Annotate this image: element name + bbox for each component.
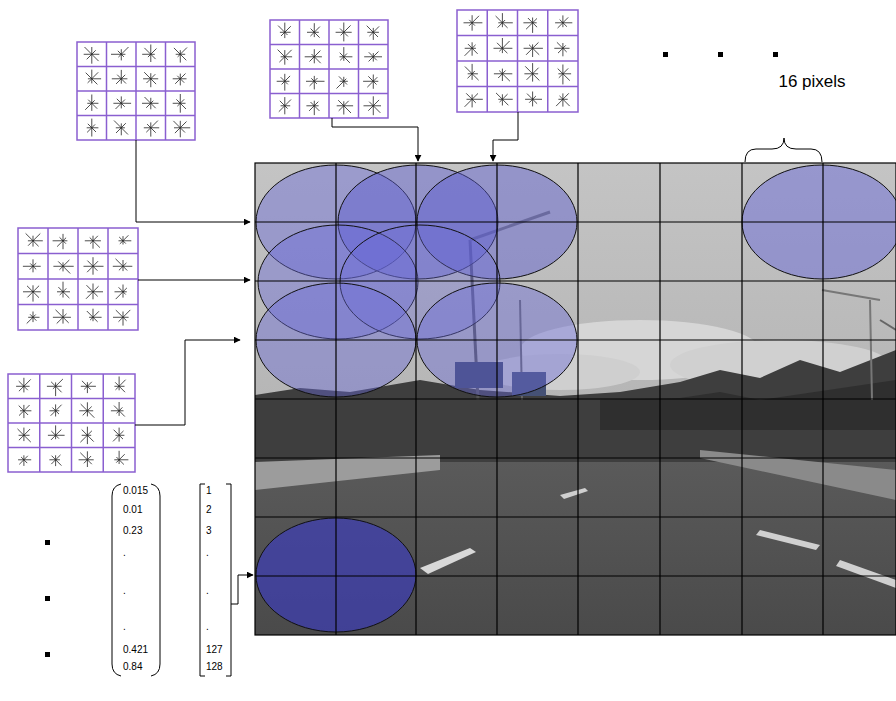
- vector-value: 0.421: [123, 644, 148, 656]
- vector-value: 0.015: [123, 485, 148, 497]
- descriptor-grids: [8, 10, 578, 472]
- vector-index: 3: [206, 525, 212, 537]
- leader-arrows: [135, 112, 518, 604]
- vector-index: .: [206, 547, 209, 559]
- vector-index: 127: [206, 644, 223, 656]
- vector-value: .: [123, 585, 126, 597]
- vector-index: 1: [206, 485, 212, 497]
- vector-index: .: [206, 585, 209, 597]
- vector-brackets: [112, 484, 231, 676]
- sampling-grid: [255, 163, 896, 635]
- vector-value: 0.01: [123, 504, 142, 516]
- vector-value: 0.23: [123, 525, 142, 537]
- vector-value: 0.84: [123, 661, 142, 673]
- bullet-squares: [45, 52, 778, 657]
- size-brace: [745, 138, 822, 162]
- vector-index: 128: [206, 661, 223, 673]
- vector-index: .: [206, 621, 209, 633]
- vector-index: 2: [206, 504, 212, 516]
- dimension-label: 16 pixels: [778, 72, 845, 92]
- vector-value: .: [123, 621, 126, 633]
- vector-value: .: [123, 547, 126, 559]
- keypoint-regions: [256, 165, 896, 632]
